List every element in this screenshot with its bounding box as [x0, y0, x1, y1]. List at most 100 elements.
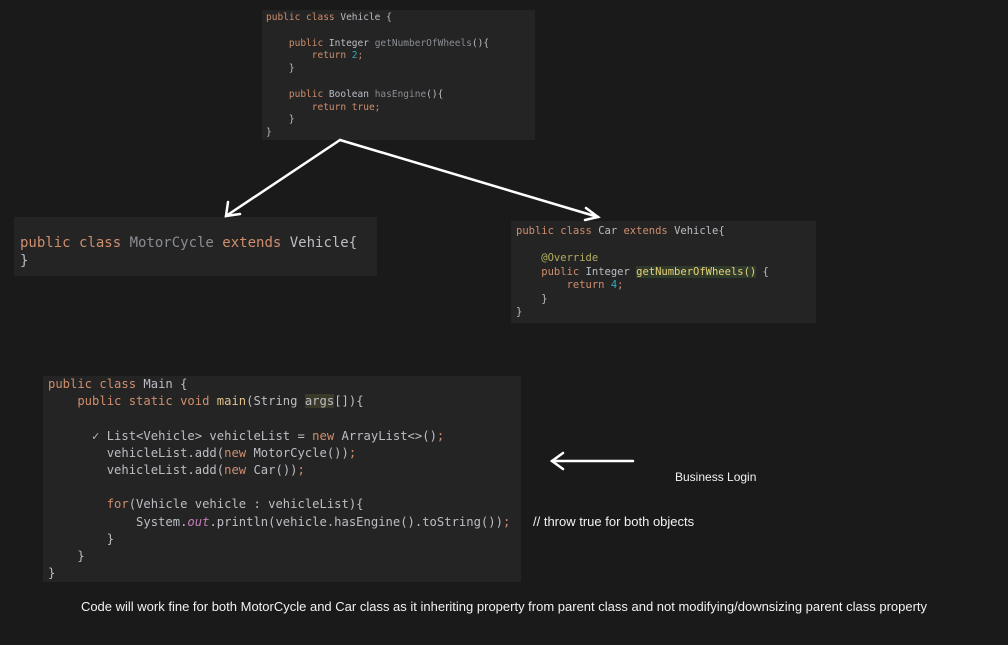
- code-line: }: [20, 252, 371, 270]
- code-token: (String: [246, 394, 305, 409]
- code-token: return: [266, 50, 352, 62]
- code-token: ✓: [48, 428, 107, 443]
- code-token: vehicleList.add(: [48, 463, 225, 478]
- code-token: 4: [610, 279, 618, 291]
- main-class-code: public class Main { public static void m…: [43, 376, 521, 582]
- code-line: public Integer getNumberOfWheels(){: [266, 38, 531, 51]
- code-token: }: [266, 63, 295, 75]
- code-token: public class: [266, 12, 341, 23]
- code-token: Main {: [143, 377, 188, 391]
- code-token: @Override: [516, 252, 599, 264]
- code-line: public class Car extends Vehicle{: [516, 225, 811, 239]
- code-line: }: [48, 531, 516, 548]
- code-line: public class Main {: [48, 376, 516, 393]
- code-token: args: [304, 394, 335, 409]
- code-token: extends: [222, 235, 290, 251]
- code-line: return true;: [266, 102, 531, 115]
- code-line: public Integer getNumberOfWheels() {: [516, 265, 811, 280]
- code-line: }: [266, 114, 531, 127]
- code-token: Car()): [253, 463, 298, 478]
- code-line: public class Vehicle {: [266, 12, 531, 25]
- arrow-head-business: [549, 451, 565, 471]
- code-token: }: [48, 549, 85, 564]
- code-token: Vehicle{: [674, 225, 725, 237]
- code-token: public static void: [48, 394, 217, 409]
- code-token: }: [516, 306, 523, 318]
- code-token: }: [516, 292, 548, 305]
- code-line: return 4;: [516, 279, 811, 293]
- code-token: Integer: [585, 265, 637, 278]
- code-line: }: [48, 548, 516, 565]
- comment-label: // throw true for both objects: [533, 514, 695, 529]
- code-token: getNumberOfWheels(): [636, 265, 757, 278]
- code-token: MotorCycle()): [253, 445, 349, 460]
- code-token: return: [516, 279, 611, 291]
- code-line: for(Vehicle vehicle : vehicleList){: [48, 496, 516, 513]
- code-token: ;: [357, 50, 364, 62]
- code-token: (Vehicle vehicle : vehicleList){: [128, 497, 364, 512]
- code-token: ArrayList<>(): [341, 428, 437, 443]
- code-token: List<Vehicle> vehicleList =: [106, 428, 313, 443]
- code-token: Integer: [328, 37, 375, 49]
- code-token: (){: [426, 88, 444, 100]
- code-token: ;: [436, 428, 445, 443]
- code-line: }: [266, 127, 531, 140]
- code-line: }: [516, 293, 811, 307]
- code-token: new: [224, 463, 254, 478]
- code-line: ✓ List<Vehicle> vehicleList = new ArrayL…: [48, 428, 516, 445]
- code-token: new: [312, 428, 342, 443]
- code-line: public static void main(String args[]){: [48, 393, 516, 410]
- code-token: Vehicle {: [340, 12, 392, 23]
- code-line: System.out.println(vehicle.hasEngine().t…: [48, 514, 516, 531]
- code-token: ;: [502, 514, 511, 529]
- arrow-to-car: [338, 138, 600, 219]
- code-token: ;: [374, 101, 381, 113]
- code-token: public class: [20, 235, 130, 251]
- code-line: public class MotorCycle extends Vehicle{: [20, 234, 371, 252]
- code-token: ;: [617, 279, 624, 291]
- code-line: vehicleList.add(new MotorCycle());: [48, 445, 516, 462]
- code-token: Vehicle{: [289, 235, 358, 251]
- code-token: }: [20, 253, 29, 269]
- code-line: }: [266, 63, 531, 76]
- code-token: }: [48, 566, 56, 581]
- code-token: extends: [623, 225, 675, 237]
- code-token: out: [187, 514, 210, 529]
- code-line: return 2;: [266, 50, 531, 63]
- code-token: vehicleList.add(: [48, 445, 225, 460]
- code-token: ;: [348, 445, 357, 460]
- arrow-head-motorcycle: [224, 200, 242, 218]
- code-token: Car: [598, 225, 624, 237]
- code-token: 2: [351, 50, 358, 62]
- code-token: ;: [297, 463, 305, 478]
- code-token: public: [516, 265, 586, 278]
- code-token: for: [48, 497, 129, 512]
- code-token: public class: [516, 225, 599, 237]
- code-token: hasEngine: [374, 88, 427, 100]
- code-token: {: [756, 265, 769, 278]
- motorcycle-class-code: public class MotorCycle extends Vehicle{…: [14, 217, 377, 276]
- code-token: main: [216, 394, 247, 409]
- code-token: public: [266, 37, 329, 49]
- code-token: []){: [334, 394, 364, 409]
- code-token: .println(vehicle.hasEngine().toString()): [209, 514, 503, 529]
- code-token: }: [48, 531, 115, 546]
- code-token: (){: [471, 37, 490, 49]
- code-token: Boolean: [328, 88, 375, 100]
- code-line: }: [516, 306, 811, 320]
- code-token: new: [224, 445, 254, 460]
- code-line: public Boolean hasEngine(){: [266, 89, 531, 102]
- code-line: vehicleList.add(new Car());: [48, 462, 516, 479]
- code-token: }: [266, 127, 272, 139]
- code-token: public class: [48, 377, 144, 391]
- code-token: }: [266, 114, 295, 126]
- code-token: System.: [48, 514, 188, 529]
- code-token: MotorCycle: [129, 235, 223, 251]
- code-line: @Override: [516, 252, 811, 266]
- arrow-to-motorcycle: [224, 138, 342, 218]
- vehicle-class-code: public class Vehicle { public Integer ge…: [262, 10, 535, 140]
- arrow-head-car: [583, 206, 601, 222]
- code-token: getNumberOfWheels: [374, 37, 472, 49]
- business-logic-label: Business Login: [675, 470, 757, 484]
